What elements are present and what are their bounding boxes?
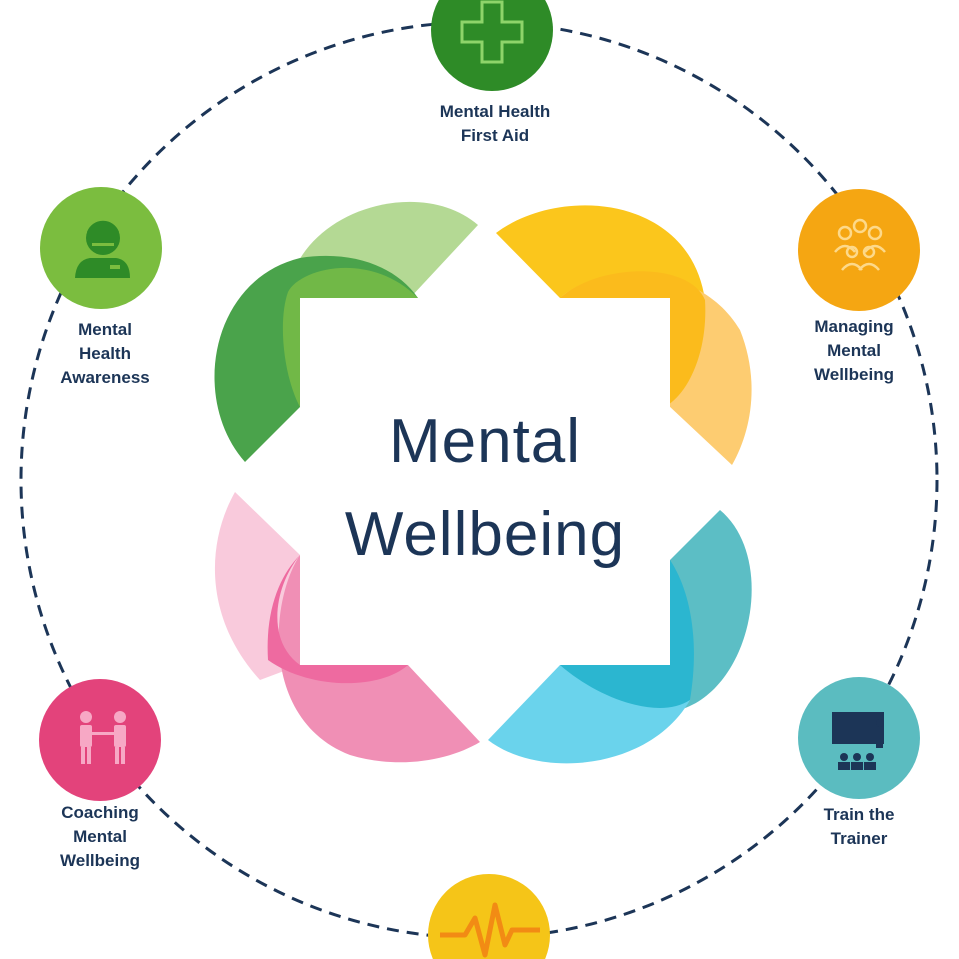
label-awareness-line3: Awareness: [60, 368, 150, 387]
label-first-aid: Mental Health First Aid: [395, 100, 595, 148]
center-title-line1: Mental: [388, 407, 582, 476]
two-people-icon: [80, 711, 126, 764]
label-train-line2: Trainer: [830, 829, 888, 848]
label-awareness-line2: Health: [79, 344, 131, 363]
petal-blue-overlap: [560, 560, 694, 708]
label-managing-line1: Managing: [814, 317, 894, 336]
label-train: Train the Trainer: [789, 803, 929, 851]
petal-yellow: [496, 205, 705, 405]
label-coaching-line1: Coaching: [61, 803, 139, 822]
label-managing-line2: Mental: [827, 341, 881, 360]
petal-pink-overlap: [267, 555, 408, 684]
node-first-aid[interactable]: [431, 0, 553, 91]
person-badge-icon: [75, 220, 130, 278]
label-first-aid-line1: Mental Health: [439, 102, 551, 121]
label-train-line1: Train the: [823, 805, 895, 824]
petal-pink: [278, 555, 480, 763]
label-coaching-line2: Mental: [73, 827, 127, 846]
presenter-board-icon: [832, 712, 884, 770]
label-managing-line3: Wellbeing: [814, 365, 894, 384]
label-awareness-line1: Mental: [78, 320, 132, 339]
node-coaching[interactable]: [39, 679, 161, 801]
label-first-aid-line2: First Aid: [460, 126, 530, 145]
node-awareness[interactable]: [40, 187, 162, 309]
people-group-icon: [834, 218, 886, 271]
label-managing: Managing Mental Wellbeing: [784, 315, 924, 387]
center-petals: [214, 201, 752, 764]
center-square: [300, 298, 670, 665]
label-coaching-line3: Wellbeing: [60, 851, 140, 870]
node-pulse[interactable]: [428, 874, 550, 959]
center-title: Mental Wellbeing: [300, 395, 670, 581]
petal-green-overlap: [282, 267, 418, 407]
heartbeat-pulse-icon: [440, 902, 540, 958]
node-managing[interactable]: [798, 189, 920, 311]
label-awareness: Mental Health Awareness: [35, 318, 175, 390]
node-train[interactable]: [798, 677, 920, 799]
label-coaching: Coaching Mental Wellbeing: [30, 801, 170, 873]
dashed-ring: [19, 20, 939, 940]
plus-cross-icon: [460, 0, 524, 64]
petal-green-dark: [214, 255, 418, 462]
center-title-line2: Wellbeing: [344, 500, 626, 569]
